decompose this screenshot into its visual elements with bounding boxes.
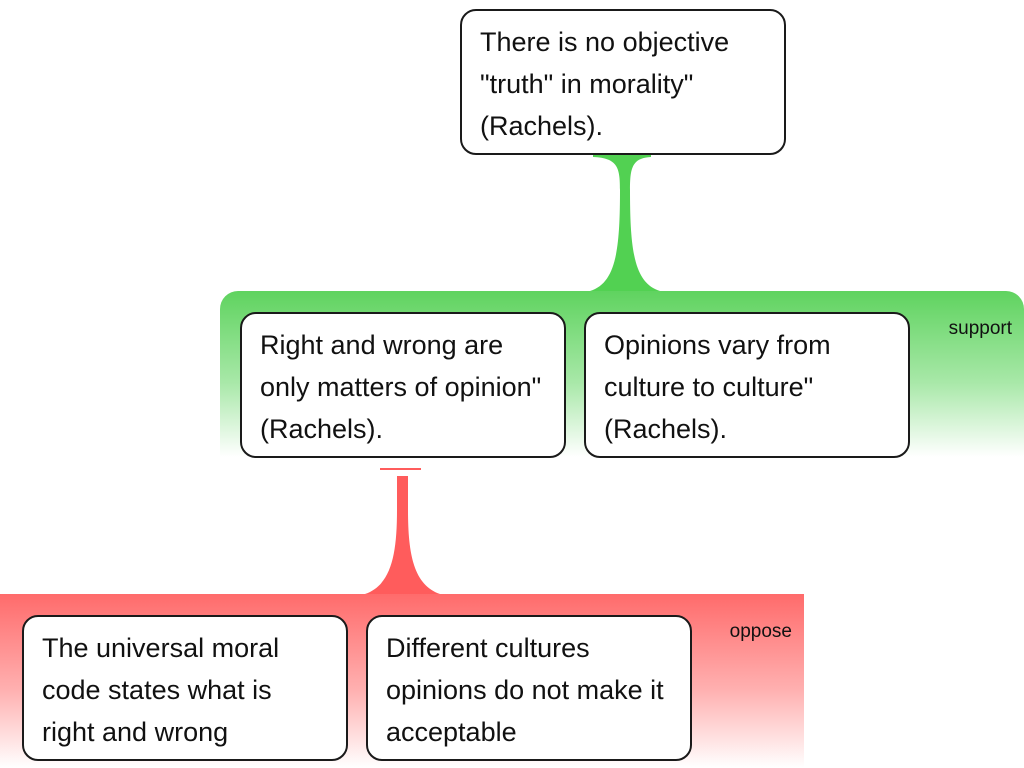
oppose-label: oppose [729,621,792,642]
objection-node-2[interactable]: Different cultures opinions do not make … [366,615,692,761]
support-connector [590,154,660,291]
premise-node-1[interactable]: Right and wrong are only matters of opin… [240,312,566,458]
claim-text: There is no objective "truth" in moralit… [480,27,730,141]
premise-text: Right and wrong are only matters of opin… [260,330,542,444]
premise-text: Opinions vary from culture to culture" (… [604,330,831,444]
support-label: support [948,318,1012,339]
claim-node[interactable]: There is no objective "truth" in moralit… [460,9,786,155]
objection-text: The universal moral code states what is … [42,633,280,747]
oppose-connector [365,476,440,594]
premise-node-2[interactable]: Opinions vary from culture to culture" (… [584,312,910,458]
objection-text: Different cultures opinions do not make … [386,633,664,747]
objection-node-1[interactable]: The universal moral code states what is … [22,615,348,761]
